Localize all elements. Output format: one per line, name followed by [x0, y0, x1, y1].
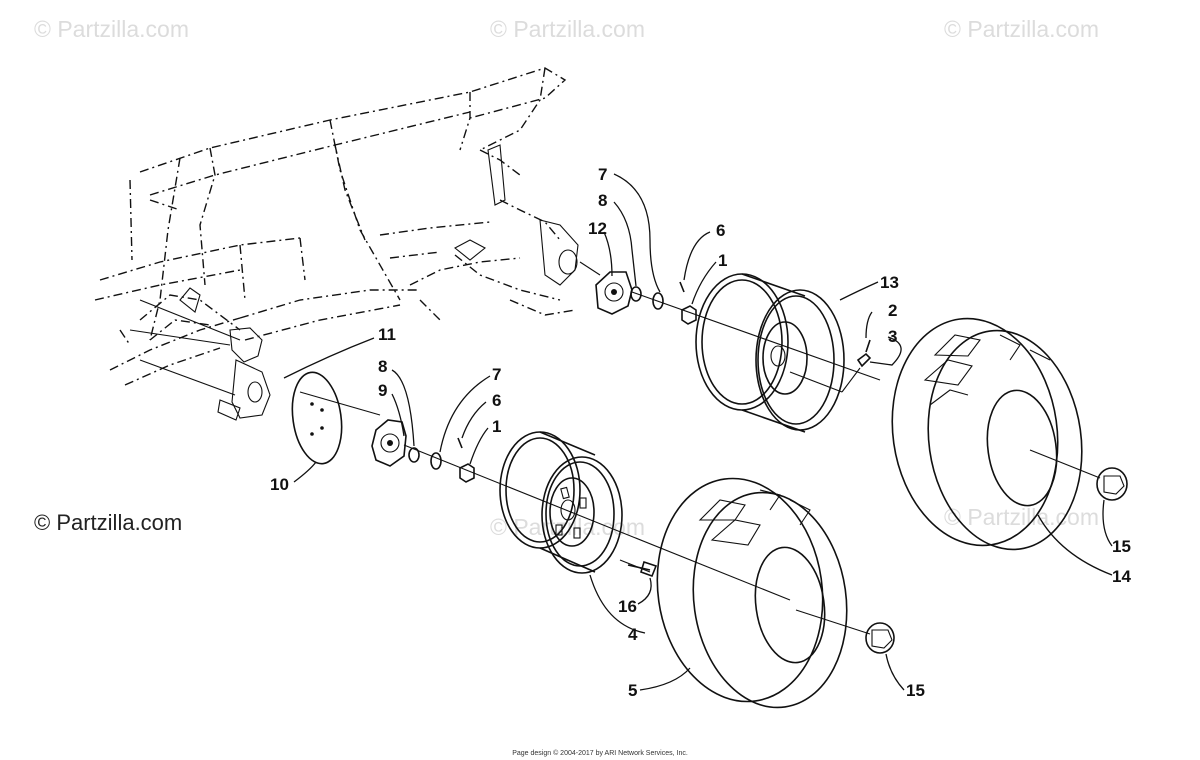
upper-washer	[652, 292, 664, 310]
callout-6-top: 6	[716, 221, 725, 240]
vehicle-frame	[94, 67, 576, 386]
callout-2: 2	[888, 301, 897, 320]
callout-numbers: 7 8 12 6 1 13 2 3 11 8 9 7 6 1 10 16 4 5…	[270, 165, 1131, 700]
valve-stem	[856, 339, 872, 368]
callout-1-top: 1	[718, 251, 727, 270]
upper-hub	[595, 271, 633, 315]
upper-wheel-rim	[695, 273, 845, 433]
upper-hub-cap	[1096, 467, 1128, 501]
lower-tire	[656, 477, 848, 709]
callout-5: 5	[628, 681, 637, 700]
callout-leader-lines	[283, 173, 1113, 691]
lower-hub	[371, 419, 407, 467]
callout-11: 11	[378, 325, 396, 344]
callout-7-bottom: 7	[492, 365, 501, 384]
upper-suspension	[454, 144, 579, 286]
page-footer: Page design © 2004-2017 by ARI Network S…	[512, 750, 688, 757]
callout-15-bottom: 15	[906, 681, 925, 700]
callout-8-top: 8	[598, 191, 607, 210]
callout-6-bottom: 6	[492, 391, 501, 410]
watermark-top-right: © Partzilla.com	[944, 16, 1099, 42]
watermark-prominent: © Partzilla.com	[34, 510, 183, 535]
callout-15-right: 15	[1112, 537, 1131, 556]
watermark-mid-right: © Partzilla.com	[944, 504, 1099, 530]
upper-cotter-pin	[679, 281, 685, 293]
callout-7-top: 7	[598, 165, 607, 184]
callout-9: 9	[378, 381, 387, 400]
callout-1-bottom: 1	[492, 417, 501, 436]
lower-axle-nut	[459, 463, 475, 483]
lower-suspension	[129, 287, 271, 421]
upper-tire	[891, 317, 1083, 551]
watermark-top-center: © Partzilla.com	[490, 16, 645, 42]
lower-wheel-rim	[499, 431, 623, 574]
callout-10: 10	[270, 475, 289, 494]
brake-disc	[291, 371, 343, 465]
callout-12: 12	[588, 219, 607, 238]
callout-16: 16	[618, 597, 637, 616]
lower-cotter-pin	[457, 437, 463, 449]
watermark-top-left: © Partzilla.com	[34, 16, 189, 42]
callout-3: 3	[888, 327, 897, 346]
upper-axle-nut	[681, 305, 697, 325]
upper-bearing	[630, 286, 642, 302]
callout-8-bottom: 8	[378, 357, 387, 376]
callout-13: 13	[880, 273, 899, 292]
lower-washer	[430, 452, 442, 470]
axis-lines	[299, 261, 1101, 635]
lower-bearing	[408, 447, 420, 463]
lower-hub-cap	[865, 622, 895, 654]
callout-14: 14	[1112, 567, 1131, 586]
callout-4: 4	[628, 625, 638, 644]
